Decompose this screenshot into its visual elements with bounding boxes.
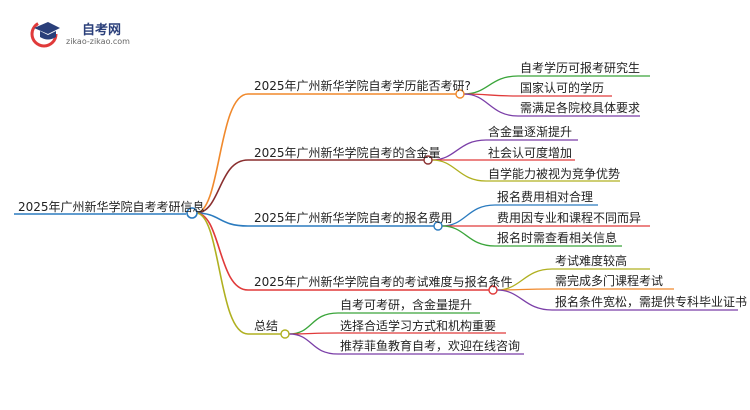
branch-3-child-2: 报名条件宽松，需提供专科毕业证书 bbox=[555, 295, 748, 309]
branch-2-child-0: 报名费用相对合理 bbox=[497, 190, 594, 204]
branch-4-child-2-connector bbox=[288, 333, 339, 355]
branch-2-child-2-connector bbox=[441, 225, 496, 247]
branch-3-child-2-connector bbox=[496, 289, 553, 311]
branch-4-label: 总结 bbox=[254, 319, 279, 333]
branch-3-connector bbox=[195, 212, 249, 291]
branch-0-connector bbox=[195, 93, 249, 214]
branch-1-child-1: 社会认可度增加 bbox=[488, 146, 573, 160]
branch-3-knot bbox=[488, 285, 498, 295]
root-node-label: 2025年广州新华学院自考考研信息 bbox=[18, 200, 205, 214]
branch-0-child-1: 国家认可的学历 bbox=[520, 81, 605, 95]
branch-2-knot bbox=[433, 221, 443, 231]
branch-3-child-0: 考试难度较高 bbox=[555, 254, 628, 268]
branch-4-connector bbox=[195, 212, 249, 335]
branch-2-child-1: 费用因专业和课程不同而异 bbox=[497, 211, 642, 225]
root-knot bbox=[186, 207, 198, 219]
branch-0-child-0: 自考学历可报考研究生 bbox=[520, 61, 641, 75]
branch-4-knot bbox=[280, 329, 290, 339]
branch-4-child-1: 选择合适学习方式和机构重要 bbox=[340, 319, 497, 333]
branch-1-child-0: 含金量逐渐提升 bbox=[488, 125, 573, 139]
branch-4-child-2: 推荐菲鱼教育自考，欢迎在线咨询 bbox=[340, 339, 521, 353]
branch-0-label: 2025年广州新华学院自考学历能否考研? bbox=[254, 79, 471, 93]
branch-1-child-2: 自学能力被视为竞争优势 bbox=[488, 167, 621, 181]
branch-0-child-2: 需满足各院校具体要求 bbox=[520, 101, 641, 115]
graduation-cap-logo-icon bbox=[30, 20, 60, 48]
logo-title: 自考网 bbox=[82, 23, 122, 38]
site-logo[interactable]: 自考网 zikao-zikao.com bbox=[30, 14, 140, 50]
branch-1-label: 2025年广州新华学院自考的含金量 bbox=[254, 146, 441, 160]
branch-1-connector bbox=[195, 159, 249, 214]
branch-3-child-1: 需完成多门课程考试 bbox=[555, 274, 664, 288]
branch-0-knot bbox=[455, 89, 465, 99]
branch-4-child-0: 自考可考研，含金量提升 bbox=[340, 298, 473, 312]
branch-4-child-0-connector bbox=[288, 312, 339, 335]
branch-0-child-2-connector bbox=[463, 93, 519, 117]
branch-1-child-2-connector bbox=[431, 159, 487, 182]
branch-1-knot bbox=[423, 155, 433, 165]
branch-2-child-2: 报名时需查看相关信息 bbox=[497, 231, 618, 245]
branch-3-label: 2025年广州新华学院自考的考试难度与报名条件 bbox=[254, 275, 513, 289]
branch-2-connector bbox=[195, 212, 249, 227]
branch-2-label: 2025年广州新华学院自考的报名费用 bbox=[254, 211, 453, 225]
branch-0-child-0-connector bbox=[463, 75, 519, 95]
logo-url: zikao-zikao.com bbox=[66, 37, 130, 46]
